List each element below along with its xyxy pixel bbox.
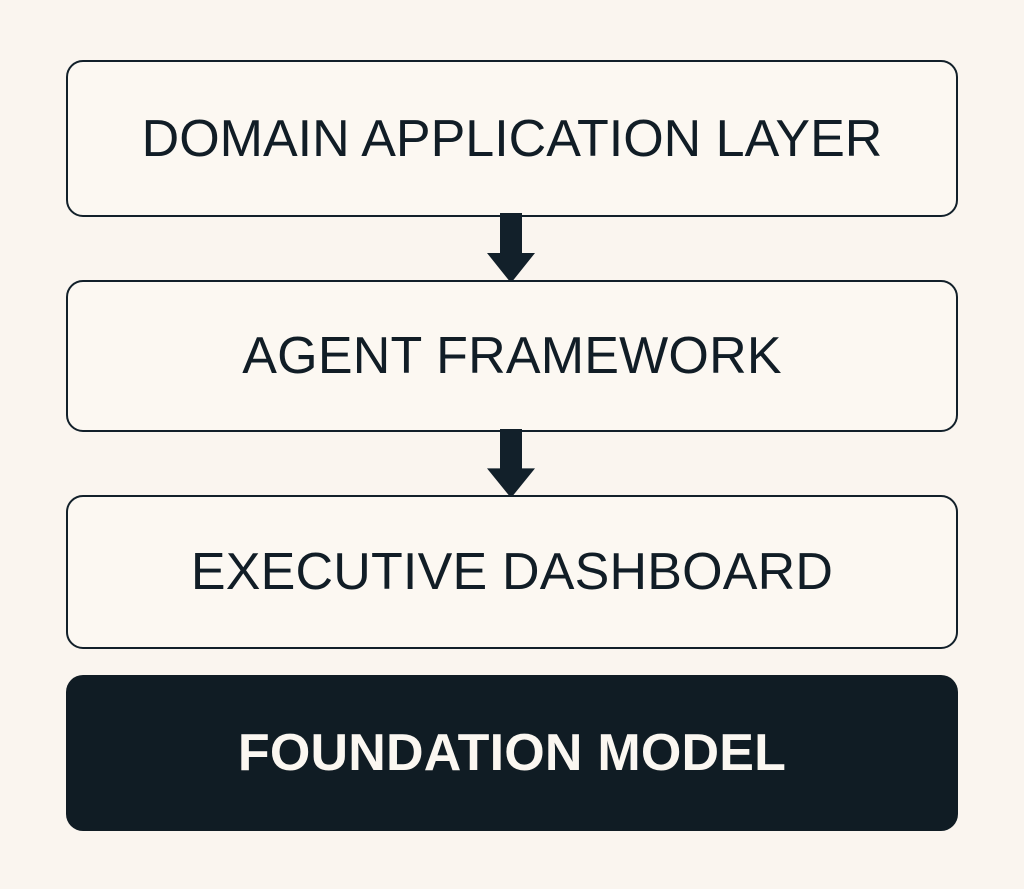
down-arrow-glyph — [487, 429, 535, 498]
layer-label-agent-framework: AGENT FRAMEWORK — [242, 327, 782, 385]
layer-box-domain-application-layer[interactable]: DOMAIN APPLICATION LAYER — [66, 60, 958, 217]
down-arrow-icon-agent-to-dashboard — [485, 429, 537, 498]
layer-label-foundation-model: FOUNDATION MODEL — [237, 724, 787, 782]
layer-label-executive-dashboard: EXECUTIVE DASHBOARD — [190, 543, 834, 601]
layer-box-executive-dashboard[interactable]: EXECUTIVE DASHBOARD — [66, 495, 958, 649]
layer-box-foundation-model[interactable]: FOUNDATION MODEL — [66, 675, 958, 831]
layer-box-agent-framework[interactable]: AGENT FRAMEWORK — [66, 280, 958, 432]
down-arrow-icon-domain-to-agent — [485, 213, 537, 283]
down-arrow-glyph — [487, 213, 535, 283]
layer-label-domain-application-layer: DOMAIN APPLICATION LAYER — [141, 109, 883, 168]
